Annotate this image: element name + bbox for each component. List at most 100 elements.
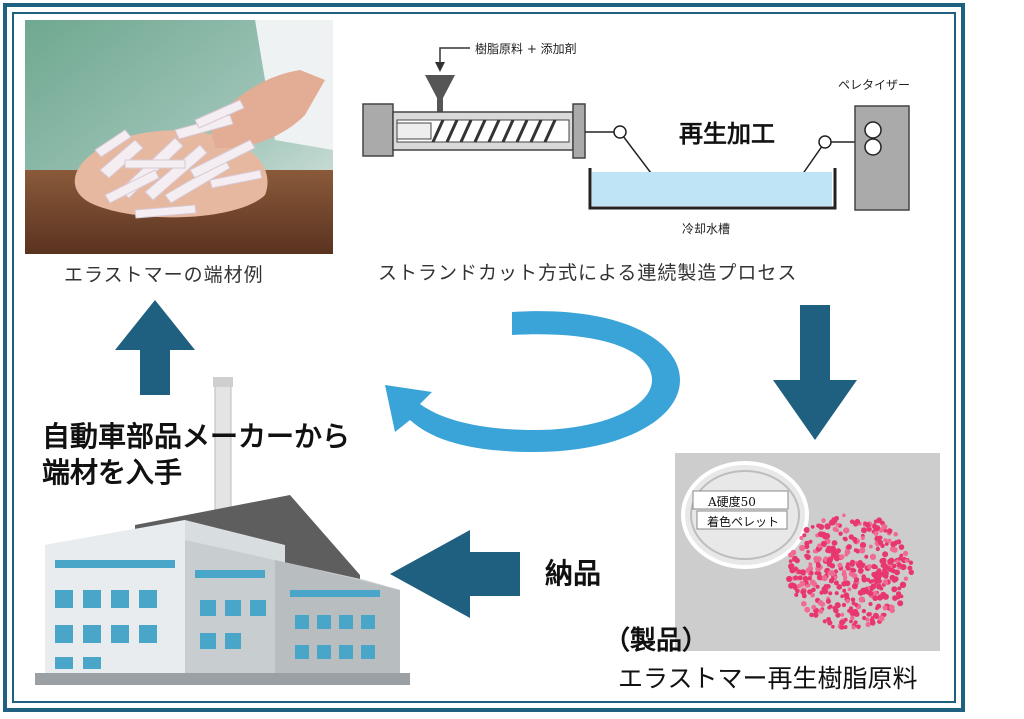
pellet: [861, 576, 868, 583]
pellet: [821, 575, 828, 582]
cooling-tank-label: 冷却水槽: [682, 222, 731, 236]
pellet: [854, 577, 860, 583]
pellet: [801, 593, 807, 599]
pellet: [882, 579, 888, 585]
pellet: [897, 586, 902, 591]
pellet: [857, 567, 864, 574]
delivery-label: 納品: [545, 557, 602, 590]
pellet: [811, 604, 817, 610]
pellet: [861, 608, 867, 614]
pellet: [859, 562, 866, 568]
pellet: [848, 606, 854, 611]
pellet: [844, 552, 849, 557]
pellet: [851, 583, 858, 590]
inner-frame: [12, 12, 956, 703]
pellet: [859, 547, 866, 554]
pellet: [853, 539, 858, 544]
pellet: [850, 567, 856, 573]
pellet: [904, 559, 909, 563]
pellet: [864, 554, 869, 559]
pellet: [843, 625, 848, 630]
hopper-icon: [425, 75, 455, 98]
pellet: [889, 607, 895, 614]
pellet: [794, 557, 800, 564]
pellet: [818, 524, 825, 530]
pellet: [824, 523, 831, 530]
pelletizer-label: ペレタイザー: [838, 78, 911, 92]
pellet: [873, 519, 878, 524]
pellet: [891, 586, 898, 593]
pellet: [809, 612, 814, 618]
process-diagram: [355, 20, 915, 245]
pellet: [862, 615, 867, 621]
pellet: [843, 592, 850, 599]
pellet: [847, 587, 852, 592]
pellet: [833, 580, 839, 586]
pellet: [883, 573, 888, 578]
pellet: [866, 526, 872, 532]
pellet: [797, 569, 802, 574]
pellet: [859, 542, 867, 549]
source-text-line2: 端材を入手: [42, 456, 183, 489]
pellet: [892, 563, 897, 569]
pellet: [821, 518, 826, 523]
pellet: [841, 602, 847, 608]
pellet: [817, 531, 824, 538]
pellet: [804, 606, 811, 613]
pellet: [812, 549, 817, 554]
pellet: [849, 561, 855, 567]
input-material-label: 樹脂原料 + 添加剤: [475, 42, 577, 56]
left-arrow-icon: [390, 530, 520, 618]
pellet: [878, 594, 884, 600]
extruder-motor: [362, 103, 394, 157]
pellet: [860, 536, 865, 541]
pellet: [837, 562, 843, 568]
pellet: [880, 557, 887, 564]
recycle-cycle-arrow-icon: [385, 311, 680, 452]
pellet: [828, 578, 834, 584]
pellet: [848, 534, 854, 540]
pellet: [789, 582, 795, 588]
pellet: [799, 536, 804, 540]
pellet: [902, 550, 909, 557]
pellet: [833, 575, 838, 580]
pellet: [907, 565, 913, 571]
extrusion-process-drawing: [362, 47, 910, 211]
pellet: [864, 522, 871, 528]
pellet: [854, 519, 859, 525]
pellet: [831, 554, 835, 558]
pellet: [883, 563, 887, 568]
pellet: [878, 615, 885, 622]
source-text-line1: 自動車部品メーカーから: [42, 420, 351, 453]
pellet: [845, 565, 851, 571]
process-caption: ストランドカット方式による連続製造プロセス: [378, 262, 798, 284]
pellet: [875, 546, 880, 552]
pellet: [882, 612, 887, 617]
pellet: [908, 569, 914, 575]
pellet: [843, 536, 848, 542]
pellet: [813, 556, 819, 562]
pellet: [814, 571, 819, 576]
pellet: [894, 569, 900, 576]
pellet: [807, 576, 812, 581]
pellet: [865, 621, 871, 628]
pellet: [822, 619, 827, 624]
pellet: [841, 581, 847, 587]
factory-illustration: [35, 375, 410, 685]
pellet: [816, 563, 821, 568]
pellet: [870, 579, 875, 583]
pellet: [850, 597, 856, 602]
pellet: [802, 575, 809, 582]
product-name: エラストマー再生樹脂原料: [618, 664, 918, 693]
pellet: [805, 554, 811, 560]
pellet: [846, 544, 852, 550]
pellet: [835, 612, 841, 618]
pellet: [843, 617, 848, 622]
pellet: [882, 551, 889, 558]
pellet: [867, 564, 872, 570]
pellet: [833, 607, 839, 614]
pellet: [867, 612, 872, 617]
pellet: [790, 549, 797, 556]
dish-label-line1: A硬度50: [708, 495, 756, 509]
pellet: [881, 523, 888, 530]
